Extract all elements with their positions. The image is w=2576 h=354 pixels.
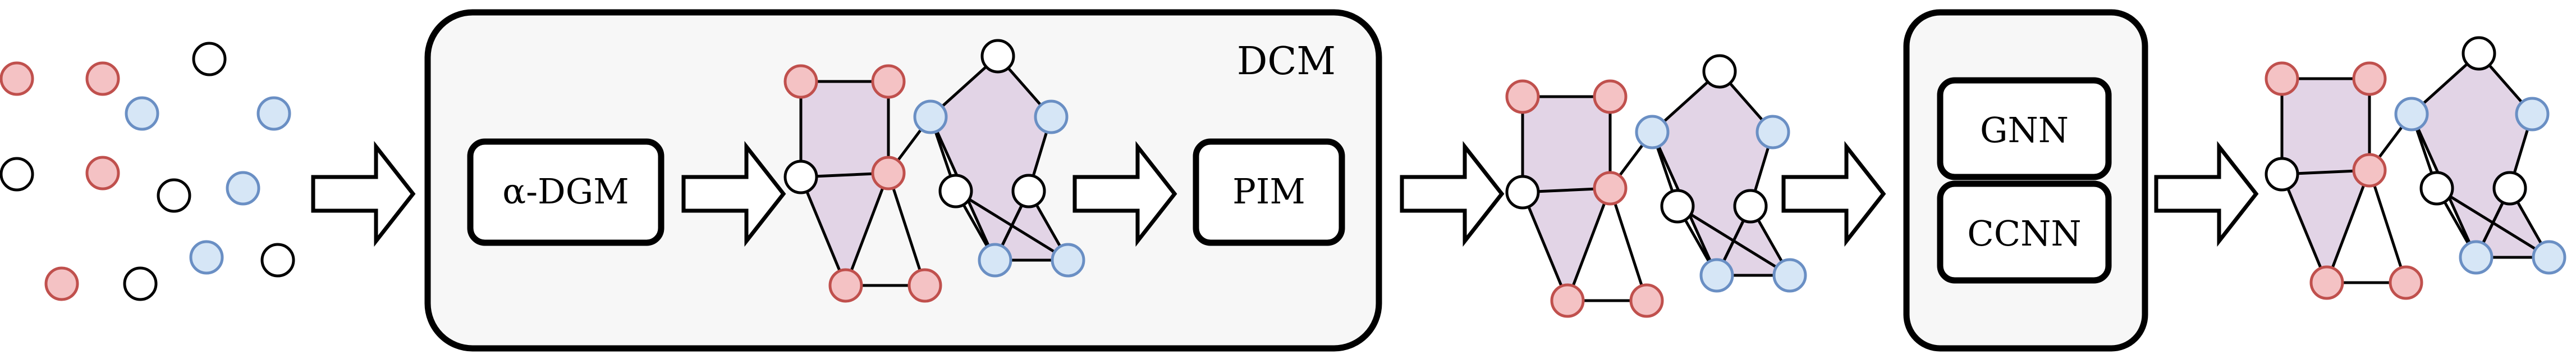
graph-node — [2532, 240, 2566, 275]
input-point — [44, 266, 79, 301]
complex-cell — [995, 191, 1068, 260]
graph-after-pim — [1505, 54, 1807, 318]
graph-node — [907, 268, 942, 303]
graph-node — [2515, 97, 2550, 131]
graph-after-dgm — [783, 39, 1085, 303]
complex-cell — [801, 81, 888, 177]
graph-node — [2394, 97, 2429, 131]
graph-edge — [2368, 170, 2408, 283]
graph-edge — [1521, 192, 1569, 301]
graph-node — [2419, 171, 2454, 206]
graph-node — [2459, 240, 2494, 275]
graph-node — [1550, 283, 1585, 318]
input-point — [256, 96, 291, 131]
graph-node — [1702, 54, 1737, 89]
gnn-label: GNN — [1980, 110, 2069, 151]
graph-node — [1034, 99, 1069, 134]
graph-node — [1635, 115, 1670, 149]
pim-module: PIM — [1193, 138, 1345, 246]
graph-node — [2462, 36, 2496, 71]
graph-edge — [2436, 187, 2550, 259]
input-point — [157, 178, 191, 213]
graph-node — [1755, 115, 1790, 149]
graph-node — [1505, 175, 1540, 210]
arrow-3 — [1072, 140, 1177, 247]
gnn-module: GNN — [1937, 77, 2112, 180]
graph-node — [1699, 258, 1734, 293]
ccnn-label: CCNN — [1967, 213, 2081, 254]
graph-node — [1051, 243, 1085, 278]
complex-cell — [1717, 206, 1790, 275]
graph-node — [980, 39, 1015, 74]
input-point — [260, 243, 295, 278]
graph-node — [2265, 61, 2299, 96]
input-point — [125, 96, 159, 131]
input-point — [0, 157, 34, 192]
complex-cell — [801, 173, 888, 285]
complex-cell — [2282, 170, 2369, 283]
graph-edge — [1566, 188, 1612, 301]
complex-cell — [1523, 97, 1610, 192]
ccnn-module: CCNN — [1937, 180, 2112, 284]
graph-node — [783, 160, 818, 194]
graph-node — [1505, 79, 1540, 114]
input-point — [123, 266, 158, 301]
dgm-label: α-DGM — [502, 171, 629, 212]
complex-cell — [2282, 79, 2369, 174]
graph-output — [2265, 36, 2566, 300]
graph-node — [1593, 79, 1628, 114]
complex-cell — [931, 56, 1051, 260]
graph-edge — [955, 189, 1069, 262]
graph-node — [938, 174, 973, 208]
graph-node — [871, 156, 906, 190]
graph-node — [783, 64, 818, 99]
graph-edge — [2280, 174, 2329, 283]
graph-edge — [887, 173, 927, 286]
graph-node — [1593, 171, 1628, 206]
graph-node — [2265, 157, 2299, 192]
complex-cell — [2412, 53, 2532, 257]
complex-cell — [1523, 188, 1610, 301]
input-point — [189, 240, 224, 275]
input-point-cloud — [0, 42, 295, 301]
graph-node — [1772, 258, 1807, 293]
arrow-6 — [2154, 140, 2259, 247]
input-point — [192, 42, 227, 76]
graph-node — [1660, 189, 1695, 224]
graph-node — [1733, 189, 1768, 224]
graph-edge — [799, 176, 847, 286]
graph-node — [871, 64, 906, 99]
input-point — [85, 61, 120, 96]
classifier-panel — [1903, 9, 2148, 352]
input-point — [0, 61, 34, 96]
graph-node — [828, 268, 863, 303]
input-point — [85, 156, 120, 190]
graph-edge — [1676, 205, 1791, 277]
complex-cell — [2476, 188, 2549, 257]
graph-node — [1011, 174, 1046, 208]
graph-edge — [1608, 188, 1648, 301]
graph-node — [1629, 283, 1664, 318]
input-point — [226, 171, 260, 206]
graph-node — [2389, 265, 2423, 300]
graph-edge — [844, 173, 890, 286]
arrow-4 — [1400, 140, 1505, 247]
complex-cell — [1652, 71, 1773, 275]
graph-node — [2352, 61, 2387, 96]
arrow-2 — [681, 140, 786, 247]
dgm-module: α-DGM — [467, 138, 664, 246]
pim-label: PIM — [1232, 171, 1305, 212]
dcm-title: DCM — [1237, 39, 1336, 84]
graph-edge — [2325, 170, 2371, 283]
graph-node — [913, 99, 948, 134]
graph-node — [2309, 265, 2344, 300]
arrows — [311, 140, 2259, 247]
graph-node — [2352, 153, 2387, 188]
arrow-1 — [311, 140, 416, 247]
arrow-5 — [1781, 140, 1886, 247]
graph-node — [978, 243, 1012, 278]
graph-node — [2492, 171, 2527, 206]
